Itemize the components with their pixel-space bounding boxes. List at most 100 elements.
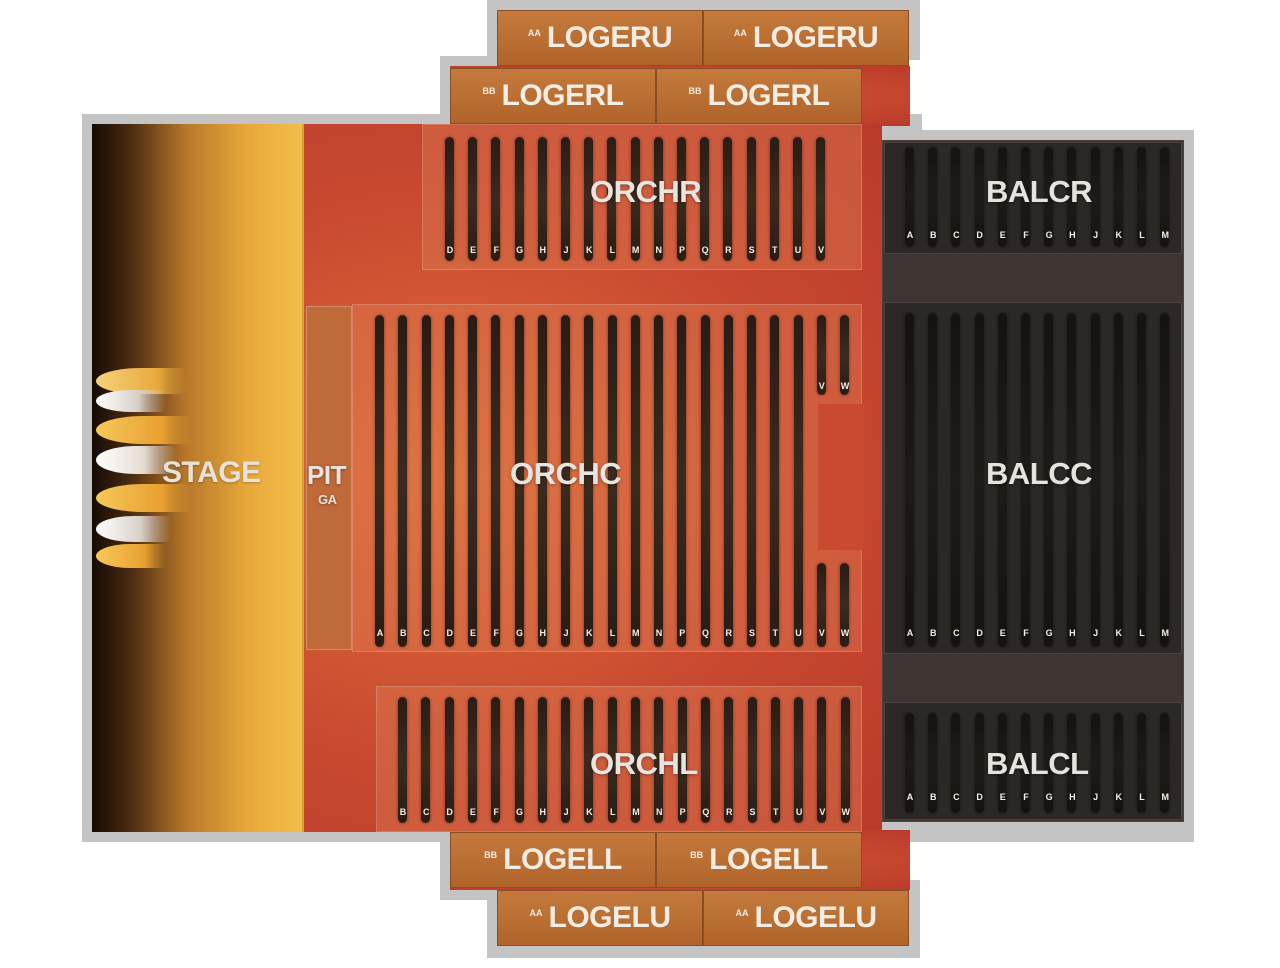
- orchc-row-l-seats[interactable]: [607, 315, 617, 647]
- orchr-row-v-seats[interactable]: [816, 137, 826, 261]
- balcl-row-b-seats[interactable]: [928, 713, 938, 813]
- orchl-row-t-seats[interactable]: [770, 697, 780, 823]
- orchr-row-q-seats[interactable]: [700, 137, 710, 261]
- balcl-row-c-seats[interactable]: [951, 713, 961, 813]
- balcr-row-f-seats[interactable]: [1021, 147, 1030, 247]
- orchl-row-c-seats[interactable]: [421, 697, 431, 823]
- balcl-row-g-seats[interactable]: [1044, 713, 1054, 813]
- orchc-upper-row-v-seats[interactable]: [816, 315, 826, 395]
- orchr-row-p-seats[interactable]: [677, 137, 686, 261]
- logelu-box-1[interactable]: AA LOGELU: [497, 890, 703, 946]
- balcr-row-g-seats[interactable]: [1044, 147, 1054, 247]
- orchr-row-t-seats[interactable]: [769, 137, 779, 261]
- orchr-row-e-seats[interactable]: [468, 137, 478, 261]
- balcr-row-m-seats[interactable]: [1160, 147, 1170, 247]
- orchc-row-t-seats[interactable]: [770, 315, 780, 647]
- balcr-row-e-seats[interactable]: [997, 147, 1007, 247]
- balcc-row-g-seats[interactable]: [1044, 313, 1054, 647]
- logerl-box-2[interactable]: BB LOGERL: [656, 68, 862, 124]
- balcr-row-c-seats[interactable]: [951, 147, 961, 247]
- orchc-row-u-seats[interactable]: [793, 315, 803, 647]
- orchl-row-p-seats[interactable]: [677, 697, 687, 823]
- orchr-row-h-seats[interactable]: [537, 137, 547, 261]
- orchc-row-n-seats[interactable]: [654, 315, 663, 647]
- balcl-row-j-seats[interactable]: [1090, 713, 1100, 813]
- balcl-row-a-seats[interactable]: [905, 713, 914, 813]
- orchl-row-m-seats[interactable]: [631, 697, 640, 823]
- orchr-row-m-seats[interactable]: [630, 137, 640, 261]
- balcl-row-l-seats[interactable]: [1137, 713, 1146, 813]
- orchc-row-a-seats[interactable]: [375, 315, 384, 647]
- pit-ga-section[interactable]: [306, 306, 352, 650]
- orchl-row-k-seats[interactable]: [584, 697, 594, 823]
- orchl-row-f-seats[interactable]: [491, 697, 501, 823]
- orchc-row-d-seats[interactable]: [444, 315, 454, 647]
- orchl-row-g-seats[interactable]: [514, 697, 524, 823]
- balcr-row-a-seats[interactable]: [905, 147, 914, 247]
- orchr-row-r-seats[interactable]: [723, 137, 733, 261]
- balcl-row-m-seats[interactable]: [1160, 713, 1170, 813]
- orchr-row-n-seats[interactable]: [653, 137, 663, 261]
- orchc-row-r-seats[interactable]: [723, 315, 733, 647]
- balcc-row-f-seats[interactable]: [1021, 313, 1030, 647]
- orchl-row-l-seats[interactable]: [607, 697, 617, 823]
- balcc-row-b-seats[interactable]: [928, 313, 938, 647]
- orchc-row-j-seats[interactable]: [561, 315, 570, 647]
- orchr-row-l-seats[interactable]: [607, 137, 617, 261]
- orchc-row-p-seats[interactable]: [677, 315, 687, 647]
- balcc-row-h-seats[interactable]: [1067, 313, 1077, 647]
- orchc-row-m-seats[interactable]: [630, 315, 640, 647]
- orchc-row-b-seats[interactable]: [398, 315, 408, 647]
- balcr-row-j-seats[interactable]: [1090, 147, 1100, 247]
- orchc-row-g-seats[interactable]: [514, 315, 524, 647]
- orchc-row-s-seats[interactable]: [747, 315, 756, 647]
- logeru-box-1[interactable]: AA LOGERU: [497, 10, 703, 66]
- logerl-box-1[interactable]: BB LOGERL: [450, 68, 656, 124]
- orchr-row-j-seats[interactable]: [561, 137, 570, 261]
- orchl-row-r-seats[interactable]: [724, 697, 734, 823]
- orchl-row-s-seats[interactable]: [747, 697, 757, 823]
- orchc-row-v-seats[interactable]: [816, 563, 826, 647]
- orchl-row-b-seats[interactable]: [398, 697, 407, 823]
- orchr-row-k-seats[interactable]: [584, 137, 594, 261]
- orchc-upper-row-w-seats[interactable]: [840, 315, 849, 395]
- balcc-row-e-seats[interactable]: [997, 313, 1007, 647]
- orchr-row-g-seats[interactable]: [514, 137, 524, 261]
- logelu-box-2[interactable]: AA LOGELU: [703, 890, 909, 946]
- balcc-row-a-seats[interactable]: [905, 313, 914, 647]
- balcc-row-l-seats[interactable]: [1137, 313, 1146, 647]
- balcl-row-e-seats[interactable]: [997, 713, 1007, 813]
- orchc-row-k-seats[interactable]: [584, 315, 594, 647]
- balcr-row-b-seats[interactable]: [928, 147, 938, 247]
- orchl-row-d-seats[interactable]: [444, 697, 454, 823]
- balcl-row-f-seats[interactable]: [1021, 713, 1030, 813]
- orchc-row-c-seats[interactable]: [421, 315, 431, 647]
- orchr-row-s-seats[interactable]: [746, 137, 756, 261]
- orchc-row-h-seats[interactable]: [537, 315, 547, 647]
- orchl-row-u-seats[interactable]: [794, 697, 804, 823]
- orchl-row-v-seats[interactable]: [817, 697, 827, 823]
- stage[interactable]: STAGE: [92, 124, 304, 832]
- orchc-row-q-seats[interactable]: [700, 315, 710, 647]
- balcr-row-l-seats[interactable]: [1137, 147, 1146, 247]
- orchr-row-d-seats[interactable]: [445, 137, 454, 261]
- orchc-row-f-seats[interactable]: [491, 315, 501, 647]
- balcc-row-d-seats[interactable]: [974, 313, 984, 647]
- balcl-row-h-seats[interactable]: [1067, 713, 1077, 813]
- balcc-row-k-seats[interactable]: [1113, 313, 1123, 647]
- balcr-row-h-seats[interactable]: [1067, 147, 1077, 247]
- logell-box-2[interactable]: BB LOGELL: [656, 832, 862, 888]
- orchl-row-j-seats[interactable]: [561, 697, 571, 823]
- balcc-row-c-seats[interactable]: [951, 313, 961, 647]
- balcl-row-k-seats[interactable]: [1113, 713, 1123, 813]
- orchl-row-e-seats[interactable]: [467, 697, 477, 823]
- orchl-row-q-seats[interactable]: [700, 697, 710, 823]
- orchl-row-h-seats[interactable]: [537, 697, 547, 823]
- orchr-row-u-seats[interactable]: [793, 137, 802, 261]
